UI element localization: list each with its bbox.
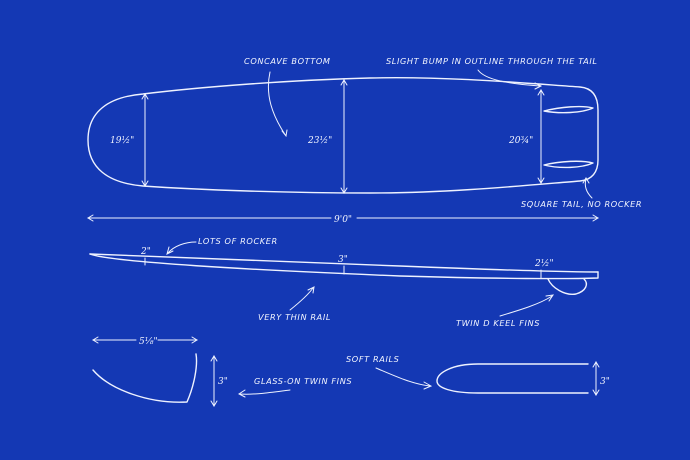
- twin-keel-fins-label: TWIN D KEEL FINS: [456, 318, 540, 328]
- concave-bottom-label: CONCAVE BOTTOM: [244, 56, 331, 66]
- fin-base-label: 5⅛": [139, 337, 158, 347]
- nose-width-dimension: 19½": [110, 93, 149, 187]
- board-outline: [87, 76, 599, 194]
- square-tail-arrow: [582, 177, 593, 199]
- length-dimension: 9'0": [87, 214, 599, 225]
- concave-bottom-arrow: [267, 71, 288, 138]
- tail-fin-top: [543, 105, 594, 114]
- slight-bump-arrow: [477, 69, 543, 90]
- soft-rails-label: SOFT RAILS: [346, 354, 399, 364]
- fin-height-label: 3": [218, 377, 228, 387]
- keel-fin-profile: [547, 278, 588, 295]
- rail-detail: SOFT RAILS 3": [346, 354, 610, 396]
- wide-point-dimension: 23½": [307, 79, 348, 194]
- tail-thickness-label: 2½": [534, 258, 554, 269]
- twin-keel-fins-arrow: [499, 294, 555, 317]
- glass-on-fins-arrow: [238, 389, 291, 398]
- nose-width-label: 19½": [110, 135, 134, 146]
- fin-detail: 5⅛" 3" GLASS-ON TWIN FINS: [92, 336, 352, 407]
- glass-on-fins-label: GLASS-ON TWIN FINS: [254, 376, 352, 386]
- length-label: 9'0": [334, 215, 352, 225]
- slight-bump-label: SLIGHT BUMP IN OUTLINE THROUGH THE TAIL: [386, 56, 598, 66]
- lots-of-rocker-label: LOTS OF ROCKER: [198, 236, 278, 246]
- rail-cross-section: [436, 363, 589, 394]
- profile-deck: [89, 253, 599, 273]
- very-thin-rail-arrow: [289, 286, 315, 311]
- tail-fin-bottom: [543, 160, 594, 169]
- center-thickness-label: 3": [338, 255, 348, 265]
- tail-width-dimension: 20¾": [508, 89, 545, 184]
- profile-bottom: [89, 253, 599, 280]
- very-thin-rail-label: VERY THIN RAIL: [258, 312, 331, 322]
- nose-rocker-label: 2": [140, 247, 151, 257]
- board-profile-view: 2" 3" 2½" LOTS OF ROCKER VERY THIN RAIL …: [89, 236, 599, 328]
- board-plan-view: 19½" 23½" 20¾" CONCAVE BOTTOM SLIGHT BUM…: [87, 56, 642, 209]
- square-tail-label: SQUARE TAIL, NO ROCKER: [521, 199, 642, 209]
- wide-point-label: 23½": [307, 135, 332, 146]
- lots-of-rocker-arrow: [166, 241, 197, 255]
- rail-height-label: 3": [600, 377, 610, 387]
- soft-rails-arrow: [375, 367, 433, 390]
- fin-outline: [92, 353, 198, 403]
- tail-width-label: 20¾": [508, 135, 533, 146]
